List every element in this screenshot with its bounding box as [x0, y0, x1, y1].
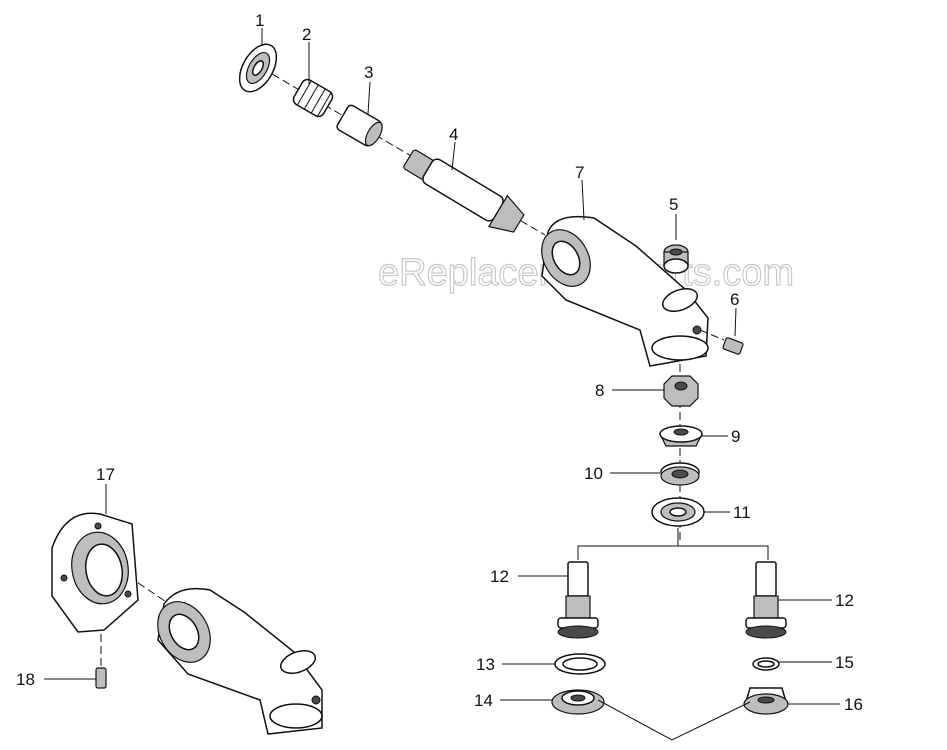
callout-2: 2 [302, 25, 311, 44]
callout-8: 8 [595, 381, 604, 400]
callout-14: 14 [474, 691, 493, 710]
part-6-screw[interactable] [722, 337, 744, 355]
callout-3: 3 [364, 63, 373, 82]
callout-9: 9 [731, 427, 740, 446]
part-18-screw[interactable] [95, 667, 107, 689]
part-9-bevel-gear[interactable] [659, 425, 703, 447]
part-12-shaft-left[interactable] [557, 561, 599, 639]
callout-16: 16 [844, 695, 863, 714]
leader-4 [451, 141, 456, 171]
option-v-link [597, 699, 751, 741]
callout-13: 13 [476, 655, 495, 674]
part-2-coil[interactable] [291, 77, 334, 118]
leader-3 [367, 81, 371, 115]
part-13-washer[interactable] [554, 653, 606, 675]
leader-7 [581, 179, 585, 221]
part-7-gear-housing[interactable] [532, 215, 709, 367]
part-1-bearing[interactable] [232, 38, 284, 98]
callout-15: 15 [835, 653, 854, 672]
part-8-nut[interactable] [663, 375, 699, 407]
callout-7: 7 [575, 163, 584, 182]
callout-18: 18 [16, 670, 35, 689]
part-3-needle-bearing[interactable] [336, 104, 386, 149]
part-12-shaft-right[interactable] [745, 561, 787, 639]
leader-6 [734, 307, 737, 337]
axis-6 [699, 329, 725, 341]
callout-10: 10 [584, 464, 603, 483]
option-bracket [577, 545, 769, 560]
part-10-bearing[interactable] [660, 462, 700, 486]
callout-4: 4 [449, 125, 458, 144]
part-5-collar[interactable] [663, 244, 689, 274]
callout-11: 11 [733, 503, 751, 522]
part-11-bearing[interactable] [651, 497, 705, 527]
callout-5: 5 [669, 195, 678, 214]
callout-17: 17 [96, 465, 115, 484]
callout-12-right: 12 [835, 591, 854, 610]
part-14-cup[interactable] [551, 689, 605, 715]
part-4-pinion-shaft[interactable] [400, 142, 528, 239]
callout-12-left: 12 [490, 567, 509, 586]
lower-gear-housing[interactable] [147, 587, 323, 735]
callout-6: 6 [730, 290, 739, 309]
part-17-bracket[interactable] [51, 512, 139, 633]
part-16-cup[interactable] [743, 687, 789, 715]
callout-1: 1 [255, 11, 264, 30]
part-15-washer[interactable] [752, 657, 780, 671]
